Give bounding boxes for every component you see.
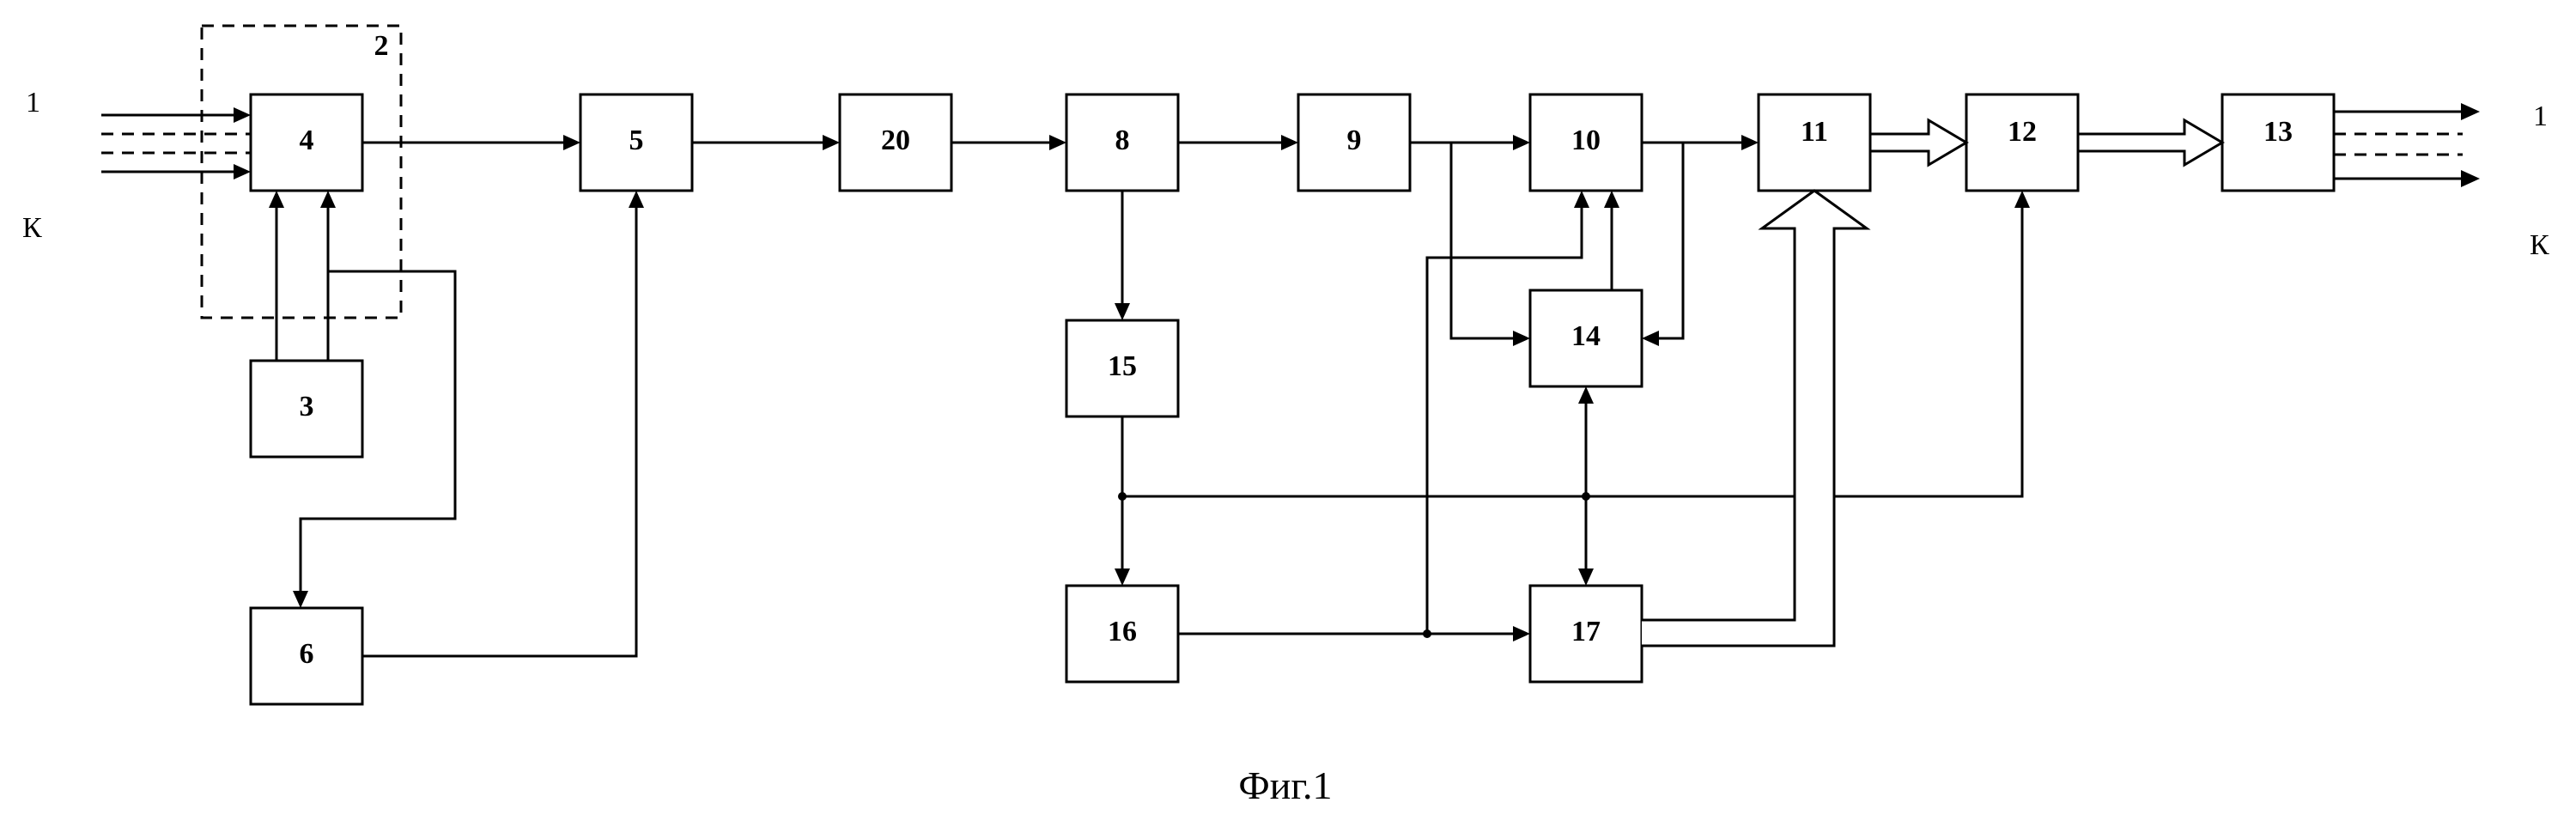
block-15-label: 15 [1108, 350, 1137, 382]
block-8: 8 [1066, 94, 1178, 191]
block-12: 12 [1966, 94, 2078, 191]
block-5: 5 [580, 94, 692, 191]
block-20-label: 20 [881, 125, 910, 156]
block-6: 6 [251, 608, 362, 704]
block-8-label: 8 [1115, 125, 1130, 156]
block-5-label: 5 [629, 125, 644, 156]
block-15: 15 [1066, 320, 1178, 416]
block-17: 17 [1530, 586, 1642, 682]
connector-10-to-11 [1642, 135, 1759, 150]
connector-8-to-15 [1115, 191, 1130, 320]
connector-16-to-10 [1427, 191, 1589, 634]
block-3-label: 3 [300, 391, 314, 423]
block-4-label: 4 [300, 125, 314, 156]
output-label-last: К [2530, 229, 2549, 261]
block-10: 10 [1530, 94, 1642, 191]
connector-8-to-9 [1178, 135, 1298, 150]
input-lines [101, 107, 251, 179]
connector-9-to-10 [1410, 135, 1530, 150]
block-3: 3 [251, 361, 362, 457]
block-9: 9 [1298, 94, 1410, 191]
output-label-first: 1 [2533, 100, 2548, 132]
input-label-last: К [22, 212, 42, 244]
bus-11-to-12 [1870, 120, 1966, 165]
block-17-label: 17 [1571, 616, 1601, 647]
block-16-label: 16 [1108, 616, 1137, 647]
connector-5-to-20 [692, 135, 840, 150]
connector-6-to-5 [362, 191, 644, 656]
output-lines [2334, 103, 2480, 187]
block-14: 14 [1530, 290, 1642, 386]
block-11: 11 [1759, 94, 1870, 191]
block-13-label: 13 [2263, 116, 2293, 148]
block-11-label: 11 [1801, 116, 1828, 148]
connector-4-to-5 [362, 135, 580, 150]
bus-12-to-13 [2078, 120, 2222, 165]
block-14-label: 14 [1571, 320, 1601, 352]
block-12-label: 12 [2008, 116, 2037, 148]
input-label-first: 1 [26, 87, 40, 119]
block-16: 16 [1066, 586, 1178, 682]
connector-10-to-14 [1642, 143, 1683, 346]
connector-14-to-10 [1604, 191, 1619, 290]
connector-9-to-14 [1451, 143, 1530, 346]
connector-3-to-4 [269, 191, 336, 361]
figure-caption: Фиг.1 [1238, 763, 1332, 807]
connector-15-to-16 [1115, 416, 1130, 586]
block-4: 4 [251, 94, 362, 191]
block-13: 13 [2222, 94, 2334, 191]
connector-16-to-17 [1178, 626, 1530, 641]
block-9-label: 9 [1347, 125, 1362, 156]
bus-17-to-11 [1642, 191, 1867, 646]
block-6-label: 6 [300, 638, 314, 670]
block-10-label: 10 [1571, 125, 1601, 156]
connector-bus-14-17 [1578, 386, 1594, 586]
connector-20-to-8 [951, 135, 1066, 150]
group-2-label: 2 [374, 30, 389, 62]
block-20: 20 [840, 94, 951, 191]
